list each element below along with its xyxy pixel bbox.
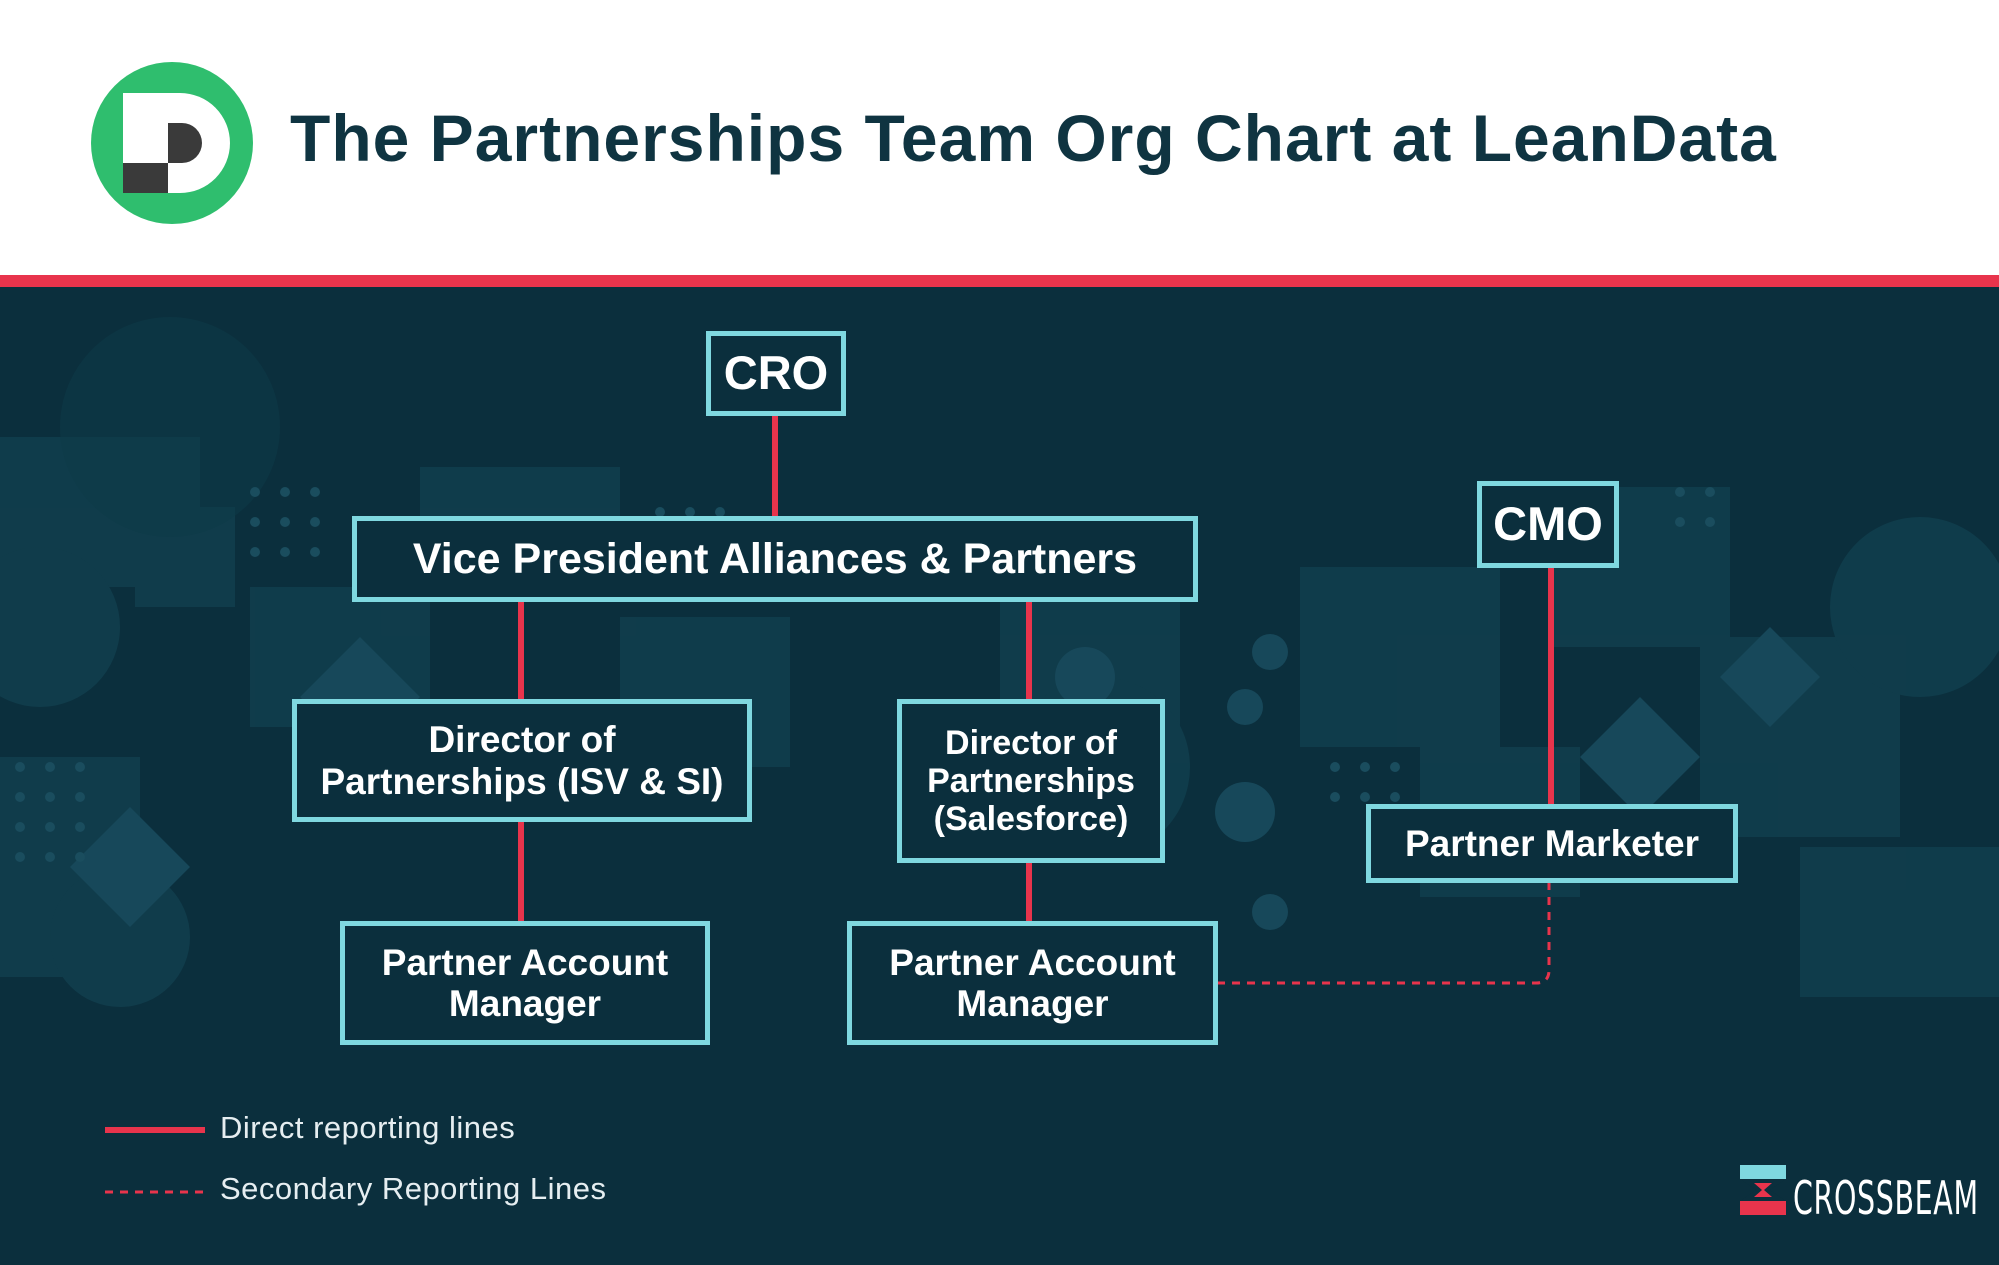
node-label: Vice President Alliances & Partners	[412, 534, 1138, 583]
node-label-line: Manager	[956, 983, 1109, 1024]
node-director-salesforce: Director of Partnerships (Salesforce)	[897, 699, 1165, 863]
org-chart-panel: CRO CMO Vice President Alliances & Partn…	[0, 287, 1999, 1265]
reporting-lines	[105, 415, 1554, 1194]
node-director-isv-si: Director of Partnerships (ISV & SI)	[292, 699, 752, 822]
node-label: Partner Marketer	[1404, 822, 1700, 864]
node-label-line: Manager	[448, 983, 602, 1024]
node-label-line: Director of	[428, 719, 616, 761]
line-secondary-marketer-pam	[1217, 883, 1551, 985]
crossbeam-wordmark: CROSSBEAM	[1793, 1171, 1979, 1225]
legend-direct-label: Direct reporting lines	[220, 1110, 516, 1145]
node-partner-marketer: Partner Marketer	[1366, 804, 1738, 883]
legend-secondary-label: Secondary Reporting Lines	[220, 1171, 607, 1206]
crossbeam-logo-icon	[1740, 1165, 1786, 1215]
node-label-line: Partnerships (ISV & SI)	[320, 760, 724, 802]
header-divider	[0, 275, 1999, 287]
node-label-line: (Salesforce)	[933, 800, 1129, 839]
node-cro: CRO	[706, 331, 846, 416]
node-cmo: CMO	[1477, 481, 1619, 568]
header: The Partnerships Team Org Chart at LeanD…	[0, 0, 1999, 275]
node-label: CMO	[1493, 497, 1603, 551]
node-label: CRO	[723, 346, 829, 400]
page-title: The Partnerships Team Org Chart at LeanD…	[290, 101, 1777, 175]
node-label-line: Partner Account	[889, 941, 1176, 983]
leandata-logo-icon	[91, 62, 253, 224]
node-label-line: Director of	[945, 723, 1117, 762]
node-partner-account-manager-left: Partner Account Manager	[340, 921, 710, 1045]
node-label-line: Partnerships	[927, 761, 1135, 800]
node-vp-alliances: Vice President Alliances & Partners	[352, 516, 1198, 602]
node-label-line: Partner Account	[381, 941, 669, 983]
node-partner-account-manager-right: Partner Account Manager	[847, 921, 1218, 1045]
